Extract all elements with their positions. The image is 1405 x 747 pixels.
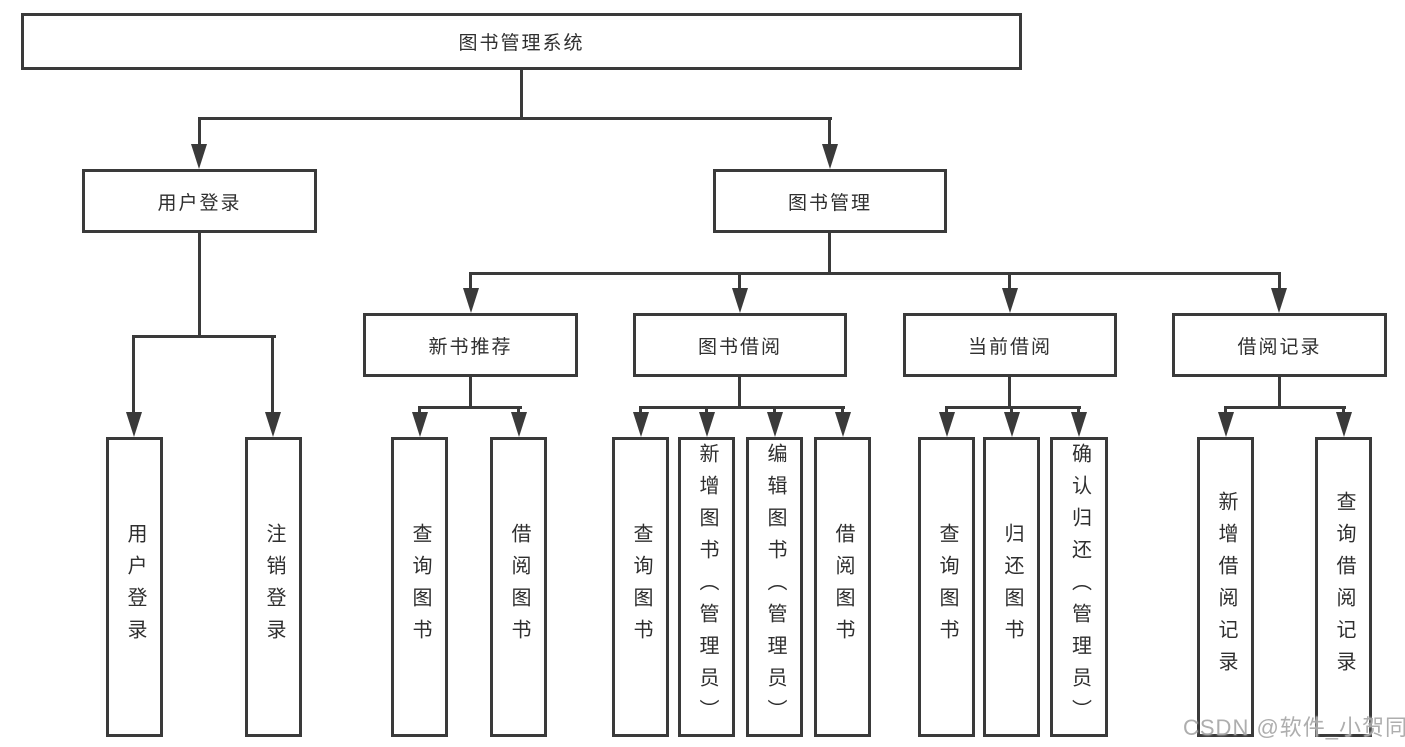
node-book-borrow-label: 图书借阅 (697, 336, 782, 358)
connector-leaf-drop (705, 406, 708, 416)
leaf-confirm-return-admin: 确认归还（管理员） (1050, 437, 1108, 737)
node-user-login: 用户登录 (82, 169, 317, 233)
connector-leaf-drop (841, 406, 844, 416)
leaf-label: 新增图书（管理员） (696, 443, 718, 731)
connector-sec1-bar (418, 406, 522, 409)
connector-sec2-stem (738, 377, 741, 409)
connector-sec3-stem (1008, 377, 1011, 409)
arrow-down-icon (191, 144, 207, 169)
connector-sec4-stem (1278, 377, 1281, 409)
connector-sec-drop (1008, 275, 1011, 290)
arrow-down-icon (463, 288, 479, 313)
connector-sec-drop (469, 275, 472, 290)
leaf-label: 新增借阅记录 (1215, 491, 1237, 683)
leaf-user-login: 用户登录 (106, 437, 163, 737)
connector-user-drop (198, 120, 201, 146)
connector-leaf-drop (1010, 406, 1013, 416)
connector-leaf-drop (418, 406, 421, 416)
node-book-management-label: 图书管理 (787, 192, 872, 214)
arrow-down-icon (1004, 412, 1020, 437)
arrow-down-icon (939, 412, 955, 437)
leaf-label: 查询图书 (409, 523, 431, 651)
connector-leaf-drop (639, 406, 642, 416)
leaf-label: 注销登录 (263, 523, 285, 651)
arrow-down-icon (126, 412, 142, 437)
arrow-down-icon (835, 412, 851, 437)
leaf-return-book: 归还图书 (983, 437, 1040, 737)
connector-user-bar (132, 335, 276, 338)
leaf-label: 确认归还（管理员） (1068, 443, 1091, 731)
leaf-logout-login: 注销登录 (245, 437, 302, 737)
connector-mgmt-drop (828, 120, 831, 146)
leaf-borrow-books-recommend: 借阅图书 (490, 437, 547, 737)
leaf-borrow-books: 借阅图书 (814, 437, 871, 737)
node-root: 图书管理系统 (21, 13, 1022, 70)
connector-user-leaf-drop (271, 338, 274, 414)
leaf-query-books-borrow: 查询图书 (612, 437, 669, 737)
node-user-login-label: 用户登录 (157, 192, 242, 214)
connector-leaf-drop (517, 406, 520, 416)
connector-user-leaf-drop (132, 338, 135, 414)
leaf-query-books-current: 查询图书 (918, 437, 975, 737)
arrow-down-icon (767, 412, 783, 437)
connector-leaf-drop (1224, 406, 1227, 416)
leaf-label: 借阅图书 (832, 523, 854, 651)
connector-leaf-drop (1077, 406, 1080, 416)
leaf-query-books-recommend: 查询图书 (391, 437, 448, 737)
connector-root-stem (520, 70, 523, 118)
connector-mgmt-stem (828, 233, 831, 275)
leaf-query-borrow-record: 查询借阅记录 (1315, 437, 1372, 737)
node-borrow-records: 借阅记录 (1172, 313, 1387, 377)
connector-sec3-bar (945, 406, 1081, 409)
arrow-down-icon (511, 412, 527, 437)
connector-sec4-bar (1224, 406, 1346, 409)
arrow-down-icon (1271, 288, 1287, 313)
watermark: CSDN @软件_小贺同学 (1183, 715, 1405, 740)
leaf-label: 归还图书 (1001, 523, 1023, 651)
connector-root-bar (198, 117, 832, 120)
leaf-label: 查询图书 (936, 523, 958, 651)
arrow-down-icon (1071, 412, 1087, 437)
node-new-book-recommend: 新书推荐 (363, 313, 578, 377)
connector-leaf-drop (1342, 406, 1345, 416)
leaf-add-book-admin: 新增图书（管理员） (678, 437, 735, 737)
leaf-edit-book-admin: 编辑图书（管理员） (746, 437, 803, 737)
leaf-label: 用户登录 (124, 523, 146, 651)
leaf-label: 借阅图书 (508, 523, 530, 651)
arrow-down-icon (1336, 412, 1352, 437)
node-current-borrow-label: 当前借阅 (967, 336, 1052, 358)
leaf-label: 查询借阅记录 (1333, 491, 1355, 683)
connector-leaf-drop (945, 406, 948, 416)
node-book-borrow: 图书借阅 (633, 313, 847, 377)
connector-sec-drop (738, 275, 741, 290)
leaf-add-borrow-record: 新增借阅记录 (1197, 437, 1254, 737)
arrow-down-icon (699, 412, 715, 437)
arrow-down-icon (1218, 412, 1234, 437)
node-book-management: 图书管理 (713, 169, 947, 233)
connector-sec-drop (1278, 275, 1281, 290)
connector-sec2-bar (639, 406, 845, 409)
node-root-label: 图书管理系统 (458, 33, 585, 54)
leaf-label: 编辑图书（管理员） (764, 443, 786, 731)
node-borrow-records-label: 借阅记录 (1237, 336, 1322, 358)
node-current-borrow: 当前借阅 (903, 313, 1117, 377)
arrow-down-icon (265, 412, 281, 437)
connector-mgmt-bar (469, 272, 1281, 275)
arrow-down-icon (822, 144, 838, 169)
connector-user-stem (198, 233, 201, 338)
arrow-down-icon (1002, 288, 1018, 313)
connector-leaf-drop (773, 406, 776, 416)
connector-sec1-stem (469, 377, 472, 409)
arrow-down-icon (412, 412, 428, 437)
arrow-down-icon (732, 288, 748, 313)
leaf-label: 查询图书 (630, 523, 652, 651)
node-new-book-recommend-label: 新书推荐 (428, 336, 513, 358)
arrow-down-icon (633, 412, 649, 437)
